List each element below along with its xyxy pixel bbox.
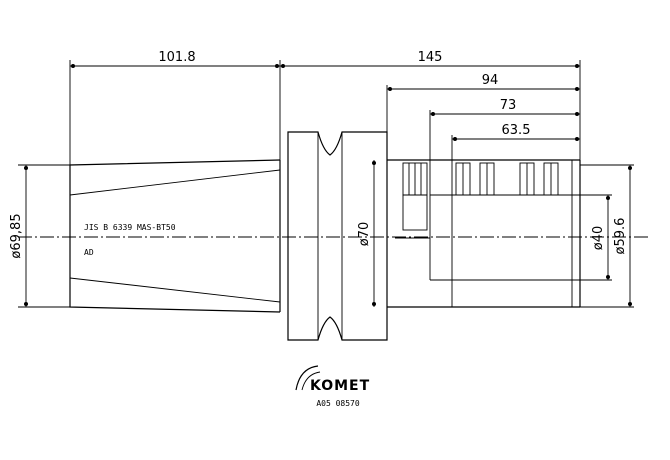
arrow-dot xyxy=(388,87,392,91)
arrow-dot xyxy=(606,275,610,279)
arrow-dot xyxy=(431,112,435,116)
dimension-label-dia-left: ø69,85 xyxy=(9,213,24,258)
arrow-dot xyxy=(372,302,376,306)
arrow-dot xyxy=(275,64,279,68)
arrow-dot xyxy=(606,196,610,200)
arrow-dot xyxy=(575,137,579,141)
dimension-label-63-5: 63.5 xyxy=(502,123,531,138)
flange xyxy=(287,131,388,341)
logo-arc xyxy=(295,365,319,391)
part-number: A05 08570 xyxy=(316,399,360,408)
dimension-label-145: 145 xyxy=(418,50,443,65)
dimension-label-94: 94 xyxy=(482,73,499,88)
taper-line xyxy=(69,169,281,196)
arrow-dot xyxy=(628,302,632,306)
arrow-dot xyxy=(575,64,579,68)
arrow-dot xyxy=(24,166,28,170)
coolant-channel xyxy=(402,194,428,231)
grip-grooves xyxy=(455,162,559,196)
spec-label: JIS B 6339 MAS-BT50 xyxy=(84,223,176,232)
arrow-dot xyxy=(453,137,457,141)
arrow-dot xyxy=(24,302,28,306)
komet-logo: KOMET xyxy=(295,365,370,394)
dimension-label-73: 73 xyxy=(500,98,517,113)
taper-line xyxy=(69,277,281,303)
arrow-dot xyxy=(575,112,579,116)
arrow-dot xyxy=(71,64,75,68)
arrow-dot xyxy=(281,64,285,68)
dimension-label-dia-mid: ø70 xyxy=(357,222,372,247)
dimension-label-dia-bore: ø40 xyxy=(591,226,606,251)
code-label: AD xyxy=(84,248,94,257)
dimension-label-101-8: 101.8 xyxy=(158,50,195,65)
logo-arc-inner xyxy=(301,371,321,391)
arrow-dot xyxy=(628,166,632,170)
logo-text: KOMET xyxy=(310,378,370,394)
arrow-dot xyxy=(372,161,376,165)
taper-shank xyxy=(69,159,281,313)
dimension-label-dia-right: ø59.6 xyxy=(613,218,628,255)
arrow-dot xyxy=(575,87,579,91)
